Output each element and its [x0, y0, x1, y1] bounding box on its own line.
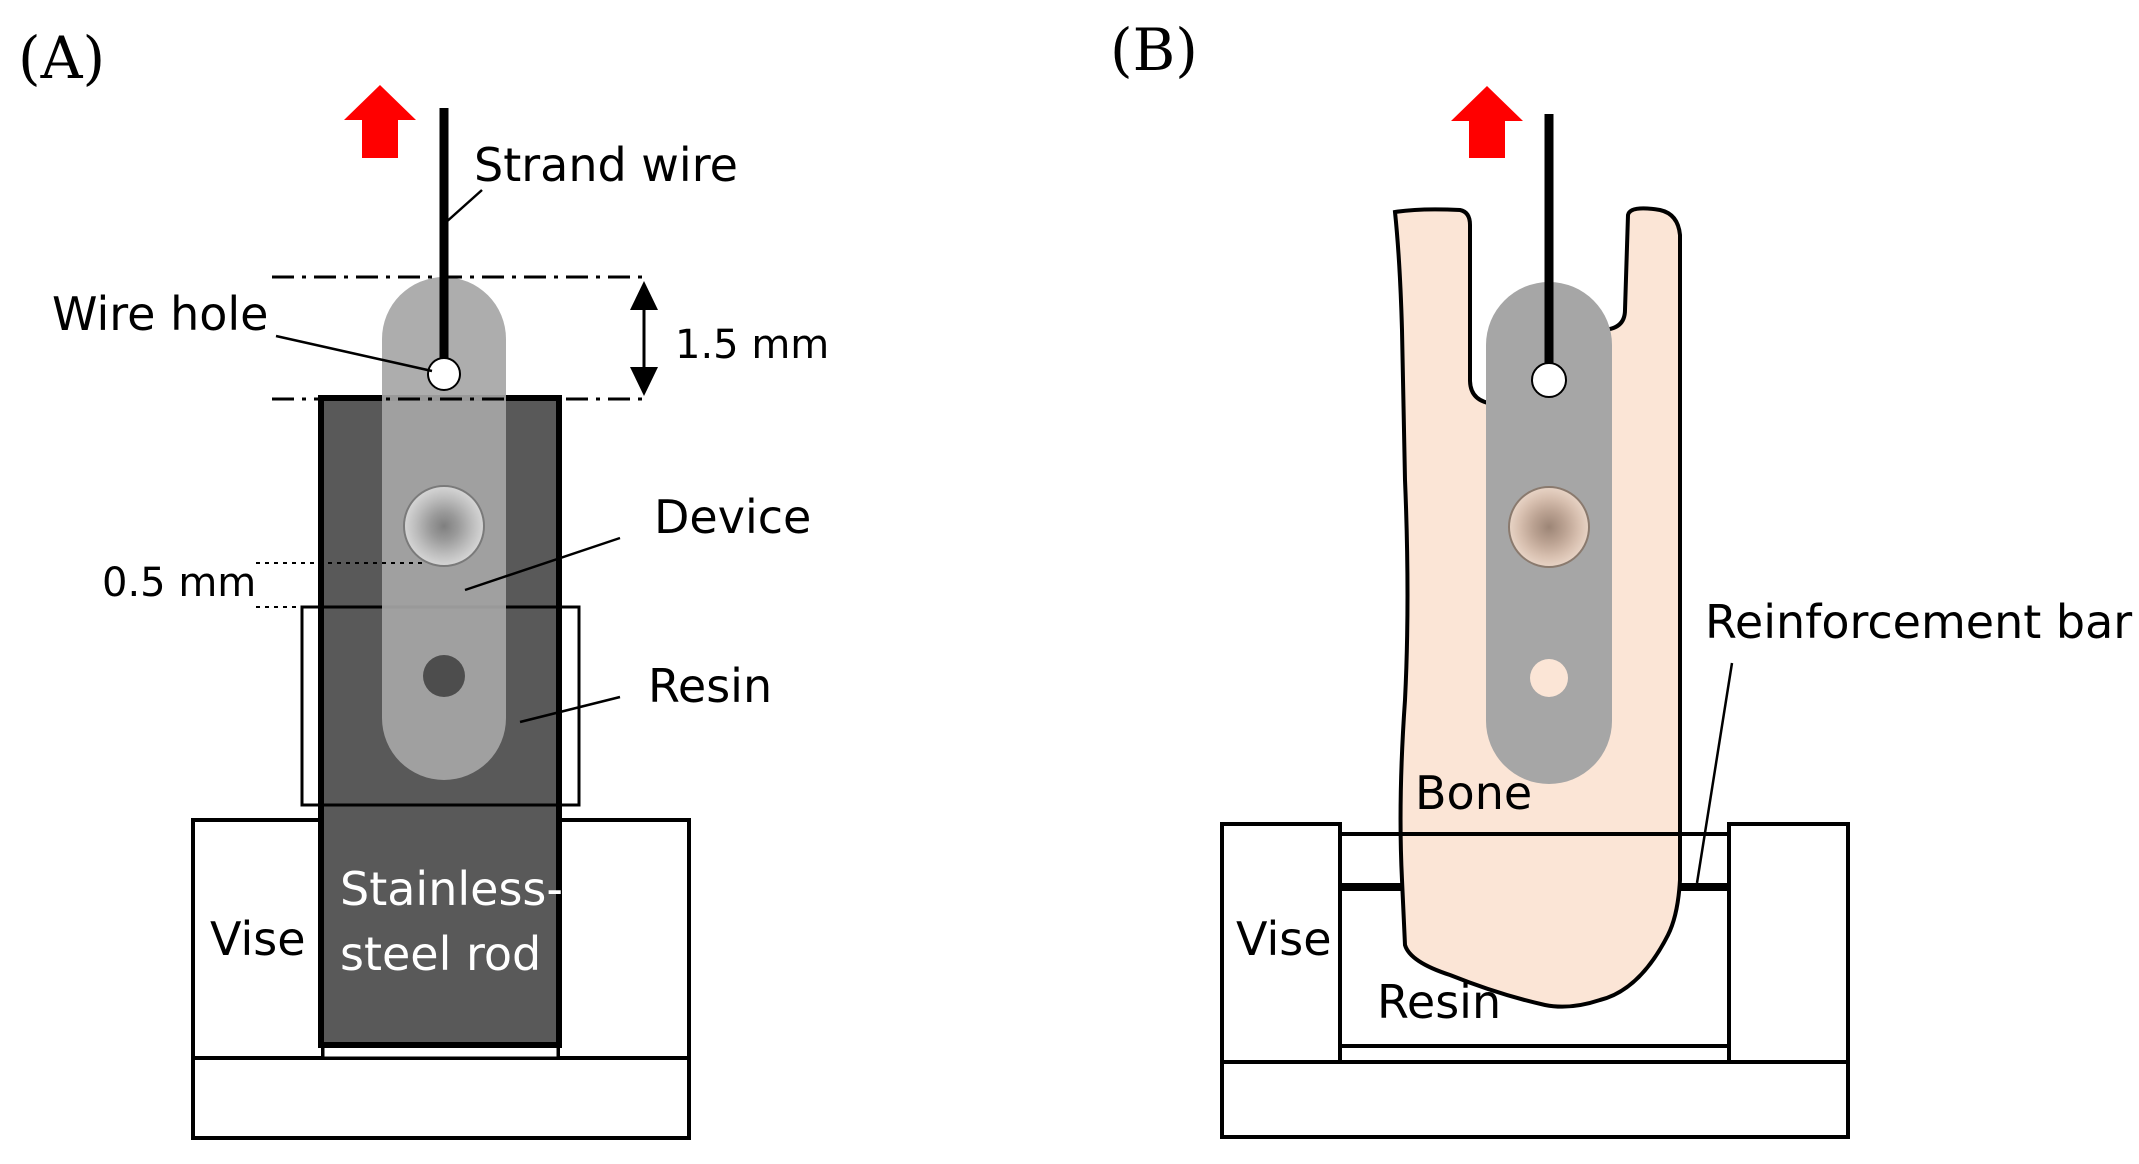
label-resin-a: Resin: [648, 659, 772, 713]
vise-base-b: [1220, 1060, 1850, 1139]
label-vise-b: Vise: [1236, 912, 1332, 966]
label-dim-1-5mm: 1.5 mm: [675, 322, 829, 368]
leader-resin-a: [519, 695, 621, 724]
vise-jaw-right-a: [556, 818, 691, 1060]
label-vise-a: Vise: [210, 912, 306, 966]
label-dim-0-5mm: 0.5 mm: [102, 560, 256, 606]
label-resin-b: Resin: [1377, 975, 1501, 1029]
screw-a: [403, 485, 485, 567]
label-rod-line2: steel rod: [340, 927, 541, 981]
dim-arrow-down-icon: [630, 367, 658, 396]
leader-strand-wire: [443, 189, 483, 225]
vise-base-a: [191, 1056, 691, 1140]
leader-reinforcement-bar: [1695, 662, 1734, 884]
panel-a: (A): [18, 24, 829, 1140]
label-rod-line1: Stainless-: [340, 862, 563, 916]
leader-device: [464, 536, 621, 592]
vise-jaw-right-b: [1727, 822, 1850, 1064]
label-reinforcement-bar: Reinforcement bar: [1705, 595, 2132, 649]
label-device: Device: [654, 490, 811, 544]
wire-hole-b: [1531, 362, 1567, 398]
pull-arrow-icon-b: [1451, 86, 1523, 158]
pull-arrow-icon-a: [344, 85, 416, 158]
lower-hole-b: [1530, 659, 1568, 697]
label-bone: Bone: [1415, 766, 1532, 820]
label-strand-wire: Strand wire: [474, 138, 738, 192]
leader-wire-hole: [275, 334, 433, 373]
dim-arrow-up-icon: [630, 281, 658, 310]
lower-hole-a: [423, 655, 465, 697]
panel-b: (B) Reinforcement bar Bone Vise Resin: [1110, 16, 2132, 1139]
screw-b: [1508, 486, 1590, 568]
panel-b-label: (B): [1110, 16, 1198, 84]
label-wire-hole: Wire hole: [52, 287, 268, 341]
panel-a-label: (A): [18, 24, 105, 92]
wire-hole-a: [427, 357, 461, 391]
vise-jaw-left-a: [191, 818, 325, 1060]
